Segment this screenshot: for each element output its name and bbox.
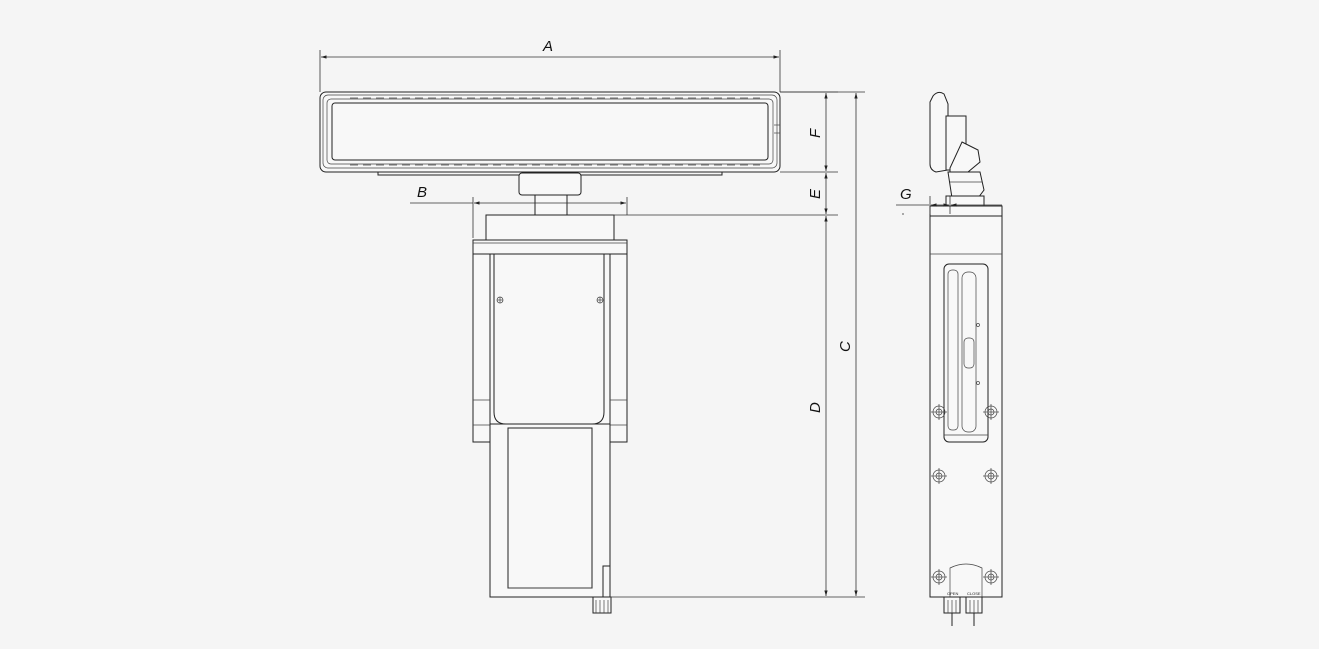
pneumatic-fitting (965, 596, 983, 626)
dimension-b: B (410, 184, 628, 238)
side-view: OPEN CLOSE (929, 91, 1003, 626)
dimension-label-c: C (837, 341, 854, 352)
actuator-body (472, 253, 628, 443)
dimension-label-b: B (417, 184, 427, 201)
top-plate (472, 214, 628, 255)
port-label-close: CLOSE (967, 591, 981, 596)
screw-icon (496, 296, 504, 304)
pneumatic-fitting (943, 596, 961, 626)
front-view (319, 91, 781, 614)
lower-frame (489, 423, 611, 598)
dimension-a: A (319, 38, 781, 92)
pneumatic-fitting (592, 596, 612, 614)
dimension-g: G (896, 186, 1002, 215)
dimension-label-a: A (542, 38, 553, 55)
screw-icon (596, 296, 604, 304)
dimension-c: C (780, 91, 865, 596)
mounting-hole-icon (983, 569, 999, 585)
mounting-hole-icon (931, 569, 947, 585)
mounting-hole-icon (983, 468, 999, 484)
mounting-hole-icon (983, 404, 999, 420)
dimension-label-e: E (807, 188, 824, 199)
dimension-label-f: F (807, 128, 824, 138)
mounting-hole-icon (931, 468, 947, 484)
port-label-open: OPEN (947, 591, 958, 596)
side-body (929, 205, 1003, 598)
side-jaw (929, 91, 985, 207)
neck (518, 172, 582, 216)
dimension-label-g: G (900, 186, 912, 203)
mounting-hole-icon (931, 404, 947, 420)
jaw-bar (319, 91, 781, 176)
dimension-label-d: D (807, 402, 824, 413)
